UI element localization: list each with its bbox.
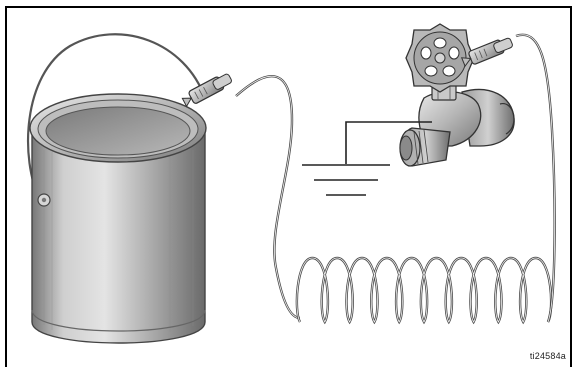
pail-contents bbox=[46, 107, 190, 155]
wire-coil-highlight bbox=[297, 258, 551, 322]
wire-coil bbox=[297, 258, 551, 322]
ground-wire-inner bbox=[236, 76, 300, 318]
figure-id-label: ti24584a bbox=[530, 351, 566, 361]
ground-wire bbox=[236, 76, 300, 318]
alligator-clamp-icon bbox=[181, 71, 233, 108]
metal-pail bbox=[28, 34, 206, 343]
